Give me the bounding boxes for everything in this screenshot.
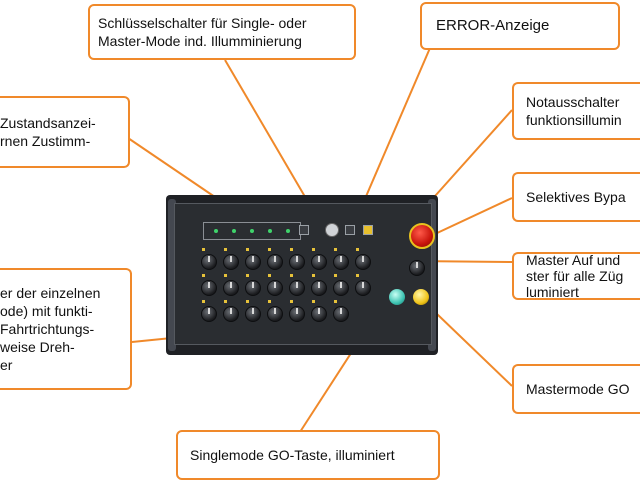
callout-text-line: ster für alle Züg [526, 267, 624, 284]
regulator-knob-icon [245, 280, 261, 296]
regulator-knob-icon [333, 306, 349, 322]
callout-error: ERROR-Anzeige [420, 2, 620, 50]
key-switch-icon [325, 223, 339, 237]
direction-indicator-icon [290, 300, 293, 303]
status-led-strip [203, 222, 301, 240]
leader-line-error [357, 47, 431, 216]
callout-text-line: Notausschalter [526, 93, 620, 110]
callout-text-line: ERROR-Anzeige [436, 17, 550, 35]
master-go-button-icon [413, 289, 429, 305]
callout-text-line: Mastermode GO [526, 380, 630, 397]
regulator-knob-icon [223, 306, 239, 322]
direction-indicator-icon [224, 300, 227, 303]
direction-indicator-icon [246, 274, 249, 277]
mode-indicator [299, 225, 309, 235]
regulator-knob-icon [245, 254, 261, 270]
emergency-stop-button-icon [409, 223, 435, 249]
callout-text-line: Master Auf und [526, 252, 621, 268]
regulator-knob-icon [267, 306, 283, 322]
callout-text-line: Zustandsanzei- [0, 114, 96, 131]
mounting-rail-left [168, 199, 176, 351]
callout-text-line: Singlemode GO-Taste, illuminiert [190, 446, 395, 463]
direction-indicator-icon [356, 274, 359, 277]
regulator-knob-icon [201, 306, 217, 322]
direction-indicator-icon [224, 274, 227, 277]
callout-text-line: Master-Mode ind. Illumminierung [98, 33, 302, 49]
regulator-knob-icon [267, 280, 283, 296]
callout-status: Zustandsanzei- rnen Zustimm- [0, 96, 130, 168]
direction-indicator-icon [290, 274, 293, 277]
direction-indicator-icon [202, 248, 205, 251]
callout-key-switch: Schlüsselschalter für Single- oder Maste… [88, 4, 356, 60]
single-go-button-icon [389, 289, 405, 305]
regulator-knob-icon [289, 280, 305, 296]
regulator-knob-icon [355, 280, 371, 296]
regulator-knob-icon [289, 254, 305, 270]
callout-text-line: rnen Zustimm- [0, 133, 91, 149]
direction-indicator-icon [290, 248, 293, 251]
callout-text-line: luminiert [526, 284, 579, 300]
error-lamp-icon [363, 225, 373, 235]
callout-text-line: Schlüsselschalter für Single- oder [98, 14, 307, 31]
panel-face [174, 203, 435, 345]
control-panel-photo [166, 195, 438, 355]
callout-single-go: Singlemode GO-Taste, illuminiert [176, 430, 440, 480]
master-updown-knob-icon [409, 260, 425, 276]
regulator-knob-icon [245, 306, 261, 322]
direction-indicator-icon [356, 248, 359, 251]
regulator-knob-icon [311, 280, 327, 296]
regulator-knob-icon [333, 280, 349, 296]
regulator-knob-icon [267, 254, 283, 270]
callout-text-line: er der einzelnen [0, 284, 101, 301]
callout-text-line: ode) mit funkti- [0, 302, 93, 319]
direction-indicator-icon [334, 300, 337, 303]
callout-emergency: Notausschalter funktionsillumin [512, 82, 640, 140]
callout-master-updown: Master Auf und ster für alle Züg luminie… [512, 252, 640, 300]
direction-indicator-icon [334, 248, 337, 251]
callout-master-go: Mastermode GO [512, 364, 640, 414]
regulator-knob-icon [223, 254, 239, 270]
mounting-rail-right [428, 199, 436, 351]
regulator-knob-icon [289, 306, 305, 322]
direction-indicator-icon [312, 274, 315, 277]
direction-indicator-icon [268, 248, 271, 251]
direction-indicator-icon [312, 248, 315, 251]
indicator-lamp [345, 225, 355, 235]
direction-indicator-icon [202, 300, 205, 303]
callout-text-line: weise Dreh- [0, 339, 75, 356]
callout-bypass: Selektives Bypa [512, 172, 640, 222]
callout-text-line: Selektives Bypa [526, 188, 626, 205]
callout-regulators: er der einzelnen ode) mit funkti- Fahrtr… [0, 268, 132, 390]
direction-indicator-icon [224, 248, 227, 251]
regulator-knob-icon [311, 254, 327, 270]
direction-indicator-icon [334, 274, 337, 277]
direction-indicator-icon [246, 300, 249, 303]
regulator-knob-icon [311, 306, 327, 322]
callout-text-line: er [0, 357, 13, 374]
regulator-knob-icon [355, 254, 371, 270]
direction-indicator-icon [268, 300, 271, 303]
regulator-knob-icon [201, 280, 217, 296]
direction-indicator-icon [202, 274, 205, 277]
callout-text-line: funktionsillumin [526, 112, 622, 128]
direction-indicator-icon [268, 274, 271, 277]
direction-indicator-icon [312, 300, 315, 303]
regulator-knob-icon [223, 280, 239, 296]
callout-text-line: Fahrtrichtungs- [0, 320, 95, 337]
regulator-knob-icon [333, 254, 349, 270]
direction-indicator-icon [246, 248, 249, 251]
regulator-knob-icon [201, 254, 217, 270]
